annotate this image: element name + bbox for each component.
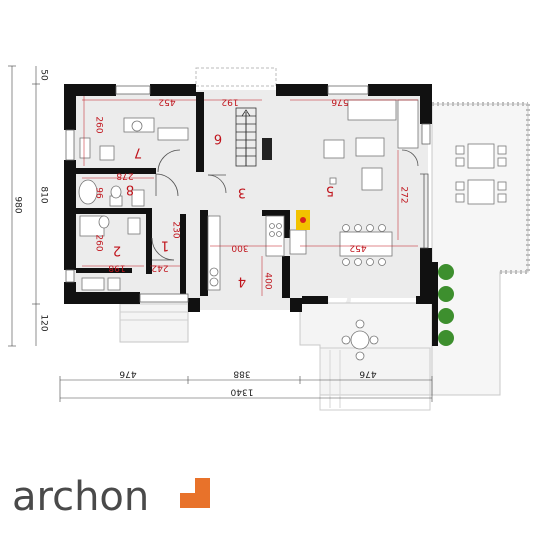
terrace-bottom (299, 302, 433, 411)
dim-242: 242 (151, 263, 168, 273)
balcony-top (195, 67, 277, 87)
odim-980: 980 (13, 196, 23, 213)
odim-388: 388 (233, 369, 250, 379)
room-number-room-1: 1 (161, 238, 169, 253)
dim-260-top: 260 (94, 116, 104, 133)
dim-278: 278 (116, 171, 133, 181)
room-number-room-5: 5 (326, 183, 334, 198)
room-number-room-4: 4 (238, 274, 246, 289)
staircase (235, 107, 272, 167)
odim-1340: 1340 (230, 387, 253, 397)
dim-452-mid: 452 (349, 243, 366, 253)
walls (64, 84, 432, 312)
odim-120: 120 (39, 314, 49, 331)
dim-192: 192 (221, 97, 238, 107)
room-labels: 1 2 3 4 5 6 7 8 (113, 131, 334, 289)
room8-bathroom-fixtures (78, 179, 145, 207)
dim-230: 230 (171, 221, 181, 238)
doors (151, 149, 429, 261)
archon-logo: archon + (12, 474, 210, 520)
windows (65, 85, 431, 303)
room-number-room-7: 7 (134, 145, 142, 160)
internal-dimension-lines (82, 96, 418, 296)
living-furniture (323, 99, 419, 191)
room7-furniture (79, 117, 189, 161)
dim-400: 400 (263, 272, 273, 289)
logo-brand-text: archon (12, 474, 149, 520)
odim-50: 50 (39, 69, 49, 81)
dim-260-low: 260 (94, 234, 104, 251)
room2-bathroom-fixtures (79, 215, 141, 291)
dim-452-top: 452 (158, 97, 175, 107)
outer-dimension-lines (8, 65, 433, 402)
dining-set (339, 224, 393, 266)
plants (432, 262, 454, 346)
room-number-room-8: 8 (126, 182, 134, 197)
odim-476-right: 476 (359, 369, 376, 379)
terrace-furniture (341, 143, 507, 361)
odim-810: 810 (39, 186, 49, 203)
room-number-room-2: 2 (113, 243, 121, 258)
dim-300: 300 (231, 243, 248, 253)
room-number-room-6: 6 (214, 131, 222, 146)
dim-198: 198 (108, 263, 125, 273)
fireplace-flame (300, 217, 306, 223)
dim-96: 96 (94, 187, 104, 199)
dim-272: 272 (399, 186, 409, 203)
room-number-room-3: 3 (238, 185, 246, 200)
logo-plus-mark: + (180, 478, 210, 508)
dim-576: 576 (331, 97, 348, 107)
odim-476-left: 476 (119, 369, 136, 379)
